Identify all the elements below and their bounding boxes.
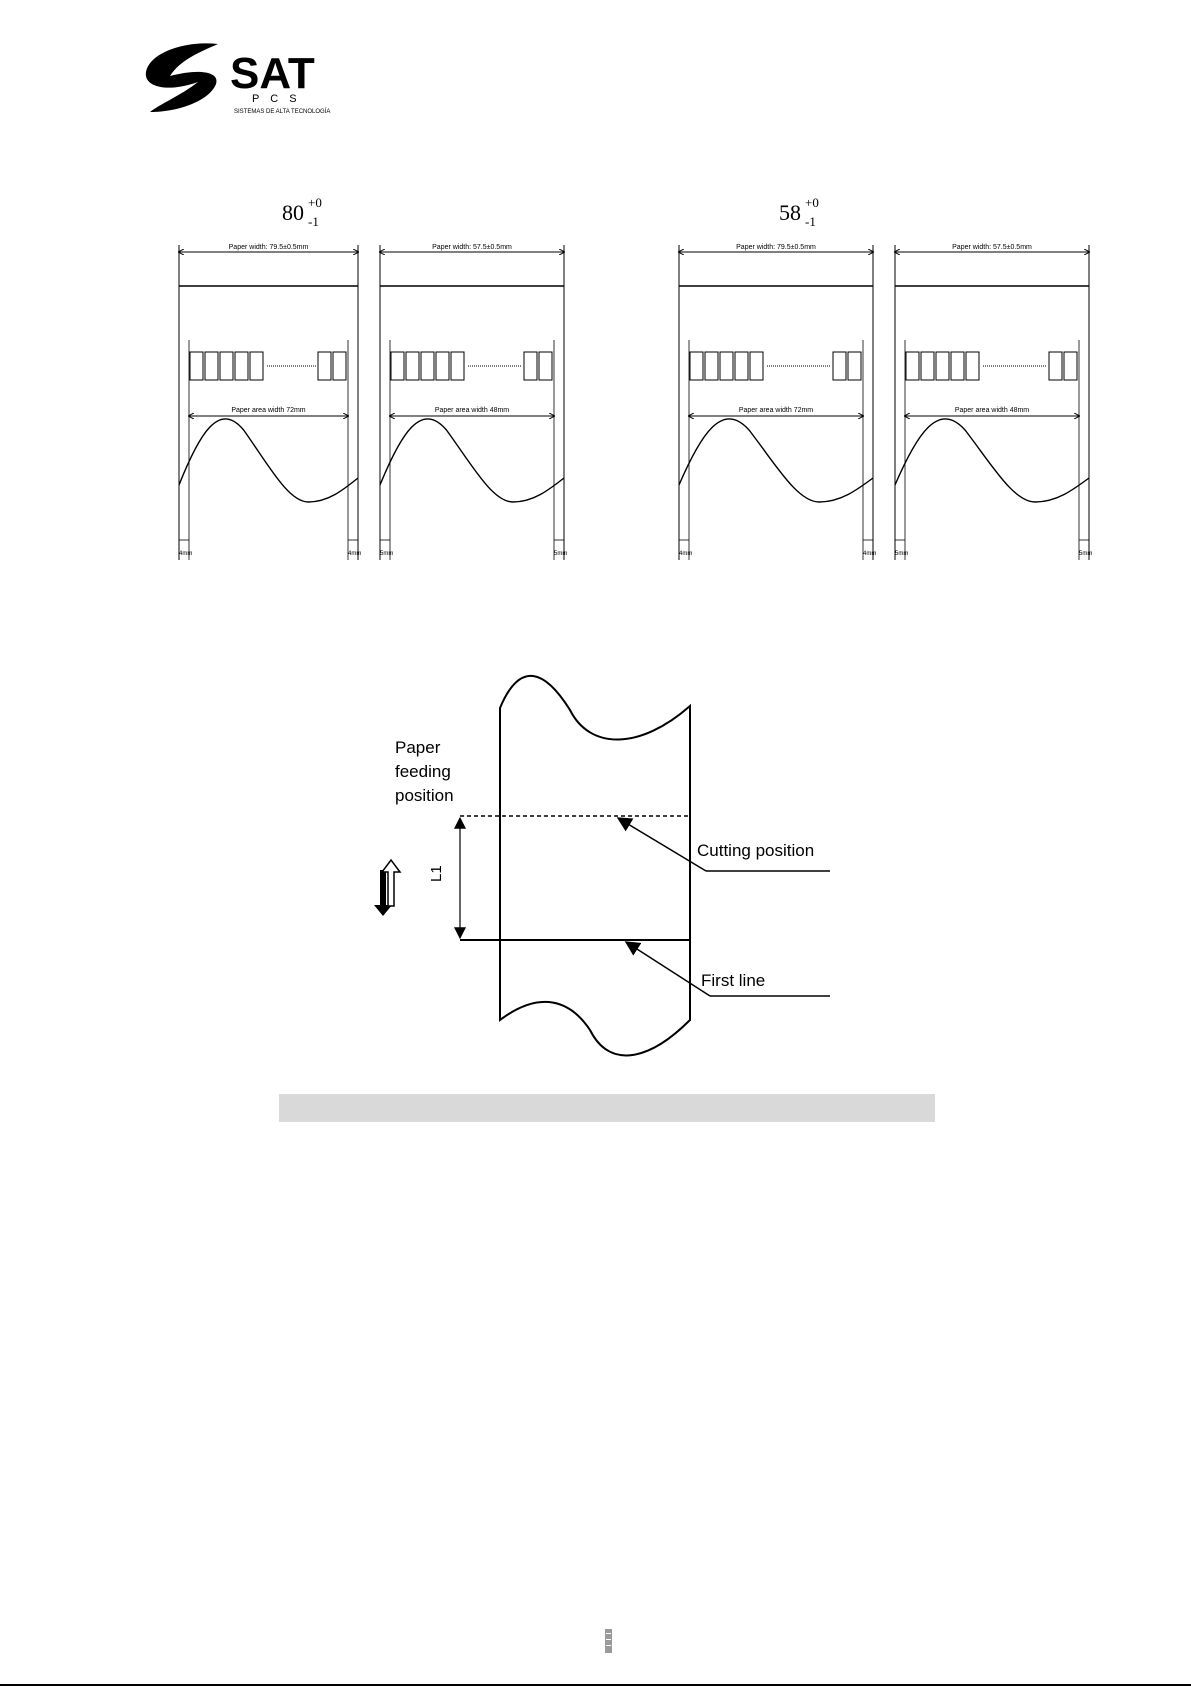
spec-58-sup: +0 <box>805 195 819 210</box>
char-box <box>1063 351 1078 381</box>
first-line-label: First line <box>701 971 766 990</box>
area-width-label: Paper area width 48mm <box>435 407 509 414</box>
char-box <box>420 351 435 381</box>
area-width-label: Paper area width 48mm <box>955 407 1029 414</box>
left-margin-label: 4mm <box>679 551 692 557</box>
char-box <box>935 351 950 381</box>
first-line-leader <box>624 941 711 997</box>
char-box <box>538 351 553 381</box>
page-mark-icon <box>604 1627 614 1657</box>
cutting-position-label: Cutting position <box>697 841 815 860</box>
paper-feeding-label: Paper feeding position <box>395 738 454 805</box>
char-box <box>832 351 847 381</box>
char-box <box>749 351 764 381</box>
char-box <box>390 351 405 381</box>
tear-wave <box>678 418 874 503</box>
spec-80-sup: +0 <box>308 195 322 210</box>
char-box <box>435 351 450 381</box>
char-box <box>847 351 862 381</box>
char-box <box>204 351 219 381</box>
right-margin-label: 5mm <box>554 551 567 557</box>
spec-80-sub: -1 <box>308 214 319 229</box>
logo-tagline: SISTEMAS DE ALTA TECNOLOGÍA <box>234 108 330 115</box>
area-width-label: Paper area width 72mm <box>739 407 813 414</box>
left-margin-label: 4mm <box>179 551 192 557</box>
left-margin-label: 5mm <box>380 551 393 557</box>
spec-title-80: 80 +0 -1 <box>282 196 342 232</box>
char-box <box>249 351 264 381</box>
char-box <box>317 351 332 381</box>
l1-label: L1 <box>428 865 445 882</box>
char-box <box>920 351 935 381</box>
logo-swoosh-icon <box>145 43 218 113</box>
feed-direction-icon <box>374 858 402 916</box>
tear-wave <box>894 418 1090 503</box>
logo-sub: P C S <box>252 93 301 105</box>
char-box <box>332 351 347 381</box>
char-box <box>1048 351 1063 381</box>
paper-feed-diagram: L1 <box>360 670 850 1065</box>
bottom-rule <box>0 1684 1191 1686</box>
paper-strip <box>499 675 691 1057</box>
paper-width-label: Paper width: 79.5±0.5mm <box>736 244 816 251</box>
logo-name: SAT <box>230 49 315 98</box>
section-bar <box>279 1094 935 1122</box>
char-box <box>905 351 920 381</box>
char-box <box>234 351 249 381</box>
spec-title-58: 58 +0 -1 <box>779 196 839 232</box>
char-box <box>219 351 234 381</box>
company-logo: SAT P C S SISTEMAS DE ALTA TECNOLOGÍA <box>140 38 360 118</box>
char-box <box>189 351 204 381</box>
right-margin-label: 4mm <box>348 551 361 557</box>
char-box <box>405 351 420 381</box>
paper-width-label: Paper width: 57.5±0.5mm <box>432 244 512 251</box>
spec-58-sub: -1 <box>805 214 816 229</box>
spec-58-base: 58 <box>779 200 801 225</box>
char-box <box>523 351 538 381</box>
tear-wave <box>379 418 565 503</box>
char-box <box>450 351 465 381</box>
left-margin-label: 5mm <box>895 551 908 557</box>
cutting-leader <box>616 817 707 872</box>
area-width-label: Paper area width 72mm <box>231 407 305 414</box>
paper-width-label: Paper width: 79.5±0.5mm <box>229 244 309 251</box>
char-box <box>719 351 734 381</box>
paper-width-label: Paper width: 57.5±0.5mm <box>952 244 1032 251</box>
char-box <box>704 351 719 381</box>
char-box <box>734 351 749 381</box>
char-box <box>950 351 965 381</box>
right-margin-label: 4mm <box>863 551 876 557</box>
char-box <box>965 351 980 381</box>
spec-80-base: 80 <box>282 200 304 225</box>
tear-wave <box>178 418 359 503</box>
right-margin-label: 5mm <box>1079 551 1092 557</box>
char-box <box>689 351 704 381</box>
